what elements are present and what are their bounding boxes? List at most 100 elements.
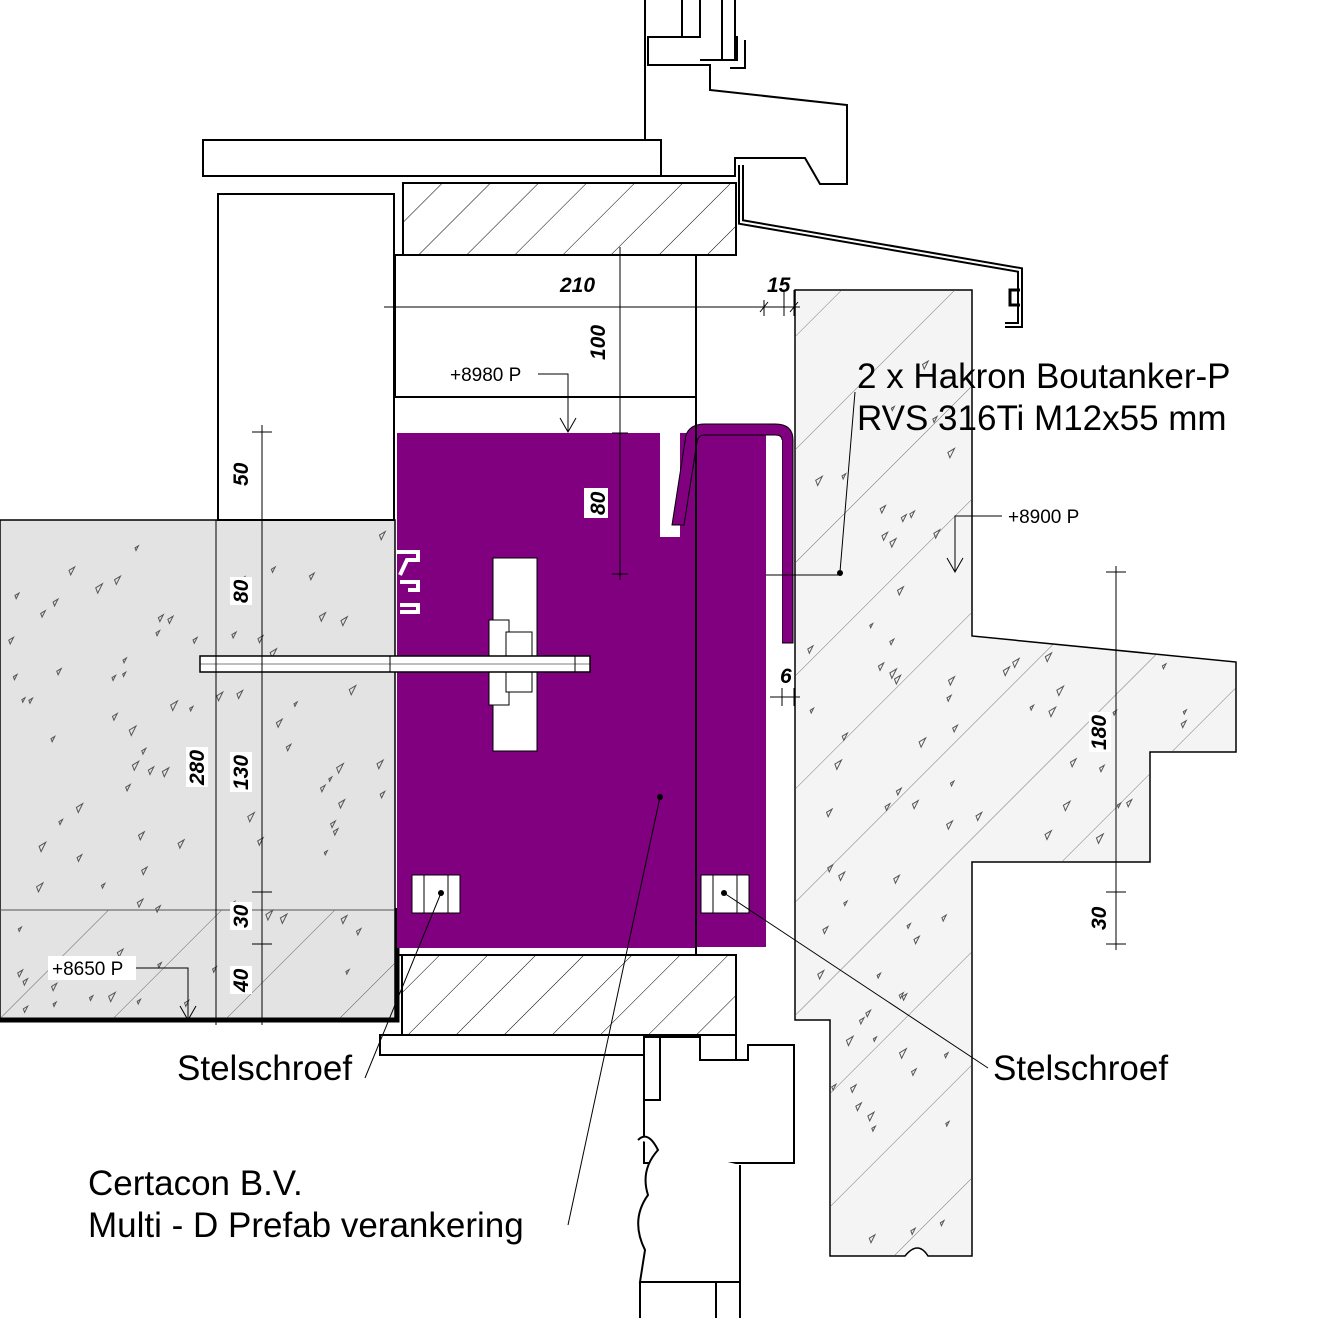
anchor-label-line1: 2 x Hakron Boutanker-P bbox=[857, 357, 1231, 396]
aggregate-mark bbox=[183, 998, 191, 1008]
aggregate-mark bbox=[355, 927, 363, 937]
aggregate-mark bbox=[52, 597, 60, 608]
steel-bracket bbox=[199, 396, 794, 956]
aggregate-mark bbox=[88, 994, 95, 1002]
window-frame-bottom bbox=[379, 954, 795, 1318]
level-text: +8980 P +8900 P +8650 P bbox=[48, 362, 1096, 980]
aggregate-mark bbox=[340, 615, 349, 627]
aggregate-mark bbox=[949, 779, 956, 788]
aggregate-mark bbox=[946, 819, 954, 831]
aggregate-mark bbox=[1069, 757, 1078, 768]
aggregate-mark bbox=[825, 807, 834, 819]
dim-30-left: 30 bbox=[230, 904, 253, 928]
aggregate-mark bbox=[141, 746, 148, 756]
aggregate-mark bbox=[1044, 829, 1053, 841]
aggregate-mark bbox=[865, 1008, 872, 1019]
aggregate-mark bbox=[348, 684, 358, 697]
aggregate-mark bbox=[12, 673, 19, 681]
company-label-line2: Multi - D Prefab verankering bbox=[88, 1206, 524, 1245]
aggregate-mark bbox=[318, 611, 327, 623]
dim-6: 6 bbox=[780, 665, 792, 688]
company-label-line1: Certacon B.V. bbox=[88, 1164, 303, 1203]
aggregate-mark bbox=[338, 798, 346, 810]
aggregate-mark bbox=[157, 961, 163, 969]
aggregate-mark bbox=[141, 865, 149, 876]
aggregate-mark bbox=[265, 909, 274, 922]
anchor-label-line2: RVS 316Ti M12x55 mm bbox=[857, 399, 1227, 438]
aggregate-mark bbox=[257, 634, 265, 645]
adjust-screw-left bbox=[411, 874, 461, 914]
aggregate-mark bbox=[236, 689, 244, 700]
aggregate-mark bbox=[889, 537, 898, 549]
aggregate-mark bbox=[881, 530, 889, 542]
aggregate-mark bbox=[807, 644, 815, 655]
aggregate-mark bbox=[884, 802, 892, 812]
aggregate-mark bbox=[817, 969, 826, 981]
aggregate-mark bbox=[945, 1120, 951, 1128]
aggregate-mark bbox=[841, 472, 848, 481]
aggregate-mark bbox=[834, 758, 843, 771]
aggregate-mark bbox=[893, 674, 902, 686]
aggregate-mark bbox=[116, 947, 125, 959]
aggregate-mark bbox=[1048, 705, 1057, 718]
aggregate-mark bbox=[247, 811, 256, 824]
aggregate-mark bbox=[216, 690, 225, 702]
aggregate-mark bbox=[889, 667, 898, 680]
aggregate-mark bbox=[68, 565, 76, 577]
aggregate-mark bbox=[947, 675, 956, 687]
aggregate-mark bbox=[1056, 684, 1065, 697]
aggregate-mark bbox=[378, 530, 387, 541]
dim-80-left: 80 bbox=[230, 579, 253, 603]
aggregate-mark bbox=[336, 762, 345, 775]
aggregate-mark bbox=[910, 1226, 917, 1236]
aggregate-mark bbox=[815, 474, 824, 487]
leader-lines bbox=[364, 391, 989, 1226]
aggregate-mark bbox=[17, 925, 23, 933]
aggregate-mark bbox=[332, 827, 340, 837]
aggregate-mark bbox=[52, 1000, 58, 1008]
aggregate-mark bbox=[211, 965, 218, 974]
aggregate-mark bbox=[14, 591, 21, 600]
aggregate-mark bbox=[872, 1035, 878, 1043]
aggregate-mark bbox=[58, 818, 64, 826]
stelschroef-label-left: Stelschroef bbox=[177, 1049, 352, 1088]
aggregate-mark bbox=[858, 1016, 866, 1026]
dim-180: 180 bbox=[1088, 715, 1111, 750]
aggregate-mark bbox=[893, 874, 901, 885]
aggregate-mark bbox=[947, 447, 956, 460]
aggregate-mark bbox=[40, 609, 47, 619]
aggregate-mark bbox=[111, 674, 117, 682]
aggregate-mark bbox=[28, 696, 34, 705]
aggregate-mark bbox=[122, 670, 127, 678]
dim-280: 280 bbox=[186, 750, 209, 786]
aggregate-mark bbox=[946, 693, 953, 703]
aggregate-mark bbox=[1012, 657, 1021, 669]
aggregate-mark bbox=[906, 922, 912, 930]
aggregate-mark bbox=[56, 667, 63, 677]
level-right: +8900 P bbox=[1008, 507, 1079, 528]
aggregate-mark bbox=[838, 870, 846, 882]
aggregate-mark bbox=[22, 977, 29, 987]
aggregate-mark bbox=[871, 1124, 877, 1133]
aggregate-mark bbox=[270, 565, 277, 574]
aggregate-mark bbox=[293, 700, 299, 708]
aggregate-mark bbox=[319, 783, 327, 793]
aggregate-mark bbox=[827, 863, 835, 874]
aggregate-mark bbox=[896, 585, 905, 597]
aggregate-mark bbox=[890, 405, 896, 412]
aggregate-mark bbox=[855, 1101, 863, 1112]
aggregate-mark bbox=[850, 1083, 858, 1094]
aggregate-mark bbox=[911, 799, 920, 810]
aggregate-mark bbox=[269, 647, 278, 659]
aggregate-mark bbox=[323, 849, 329, 857]
aggregate-mark bbox=[1002, 665, 1011, 677]
aggregate-mark bbox=[1098, 764, 1106, 774]
level-bottom: +8650 P bbox=[52, 959, 123, 980]
aggregate-mark bbox=[1126, 798, 1134, 809]
aggregate-mark bbox=[1095, 832, 1105, 845]
aggregate-mark bbox=[876, 971, 882, 980]
aggregate-mark bbox=[867, 1110, 876, 1123]
aggregate-mark bbox=[328, 775, 334, 783]
aggregate-mark bbox=[137, 830, 146, 842]
